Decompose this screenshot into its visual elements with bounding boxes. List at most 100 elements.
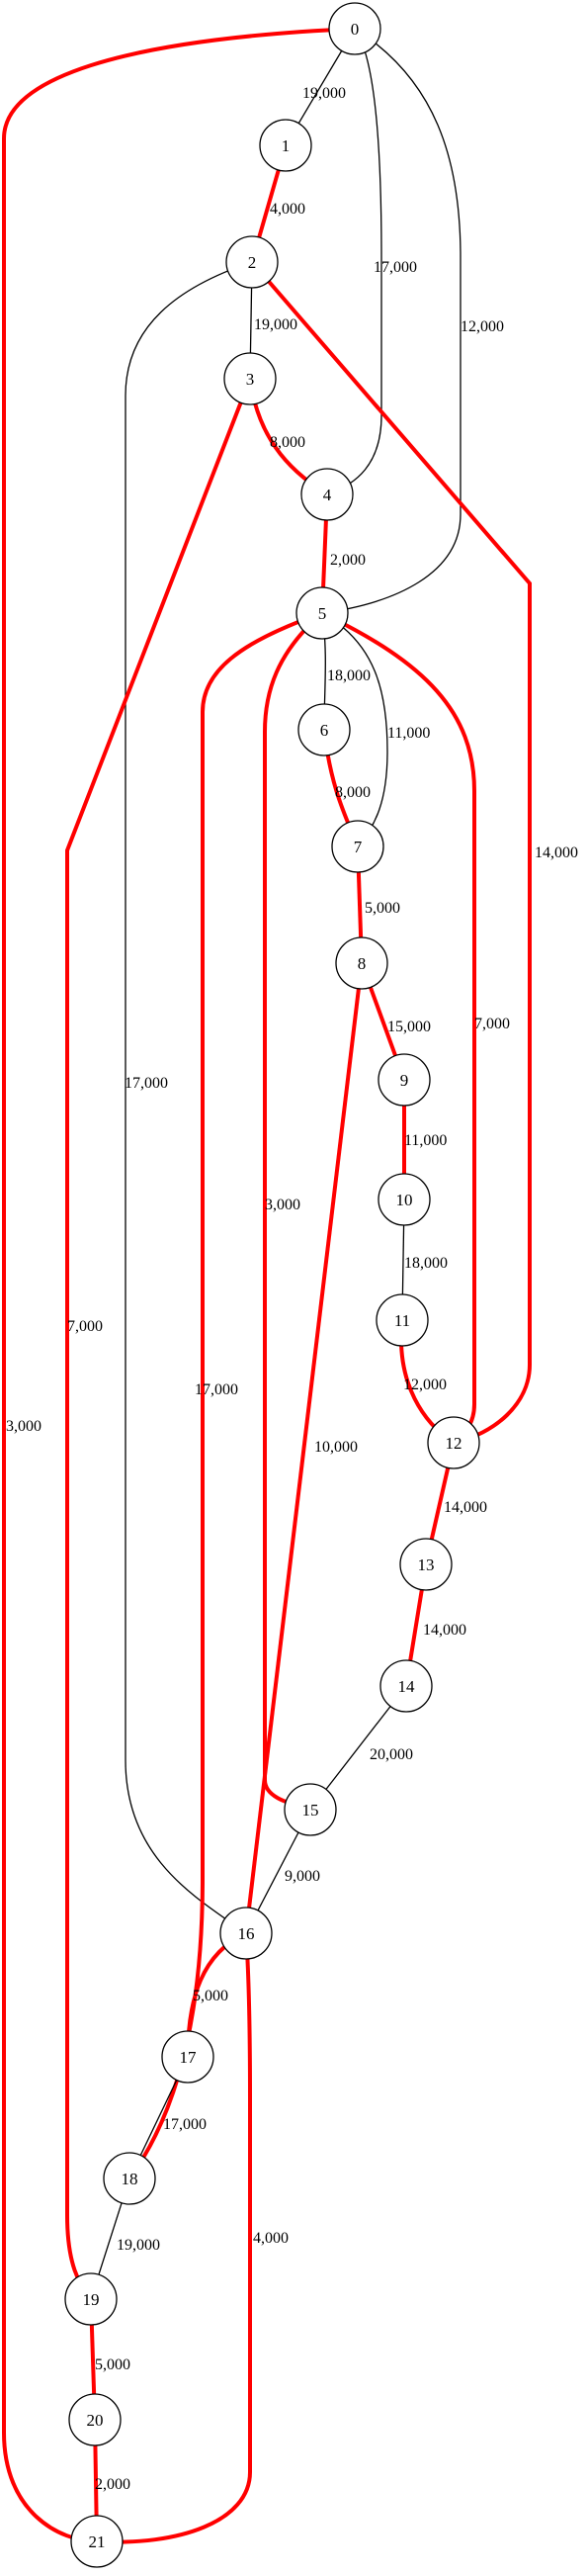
edge-weight-label: 9,000 <box>285 1868 320 1885</box>
edge-0-4: 17,000 <box>326 28 417 495</box>
edge-weight-label: 3,000 <box>265 1197 300 1213</box>
node-circle <box>376 1293 429 1347</box>
edge-weight-label: 20,000 <box>370 1746 413 1763</box>
edge-weight-label: 11,000 <box>404 1132 447 1149</box>
node-label: 13 <box>418 1555 435 1574</box>
edge-line <box>321 612 388 847</box>
node-7: 7 <box>331 820 384 873</box>
node-6: 6 <box>297 703 351 756</box>
node-label: 2 <box>248 253 257 272</box>
node-circle <box>284 1783 337 1836</box>
edge-5-18: 17,000 <box>127 611 323 2180</box>
edge-weight-label: 19,000 <box>254 316 297 333</box>
node-label: 3 <box>246 370 255 389</box>
node-circle <box>379 1659 433 1713</box>
edge-weight-label: 18,000 <box>327 667 371 684</box>
node-label: 15 <box>302 1801 319 1820</box>
edge-weight-label: 5,000 <box>365 900 400 917</box>
node-1: 1 <box>259 119 312 172</box>
edge-line <box>244 962 364 1934</box>
edge-weight-label: 17,000 <box>125 1075 168 1092</box>
edge-weight-label: 17,000 <box>195 1381 238 1398</box>
node-label: 10 <box>396 1191 413 1209</box>
node-10: 10 <box>378 1173 431 1226</box>
node-4: 4 <box>300 468 354 521</box>
edge-weight-label: 2,000 <box>330 552 366 569</box>
edge-weight-label: 7,000 <box>474 1016 510 1032</box>
edge-weight-label: 12,000 <box>461 318 504 335</box>
edge-0-5: 12,000 <box>321 28 504 614</box>
edge-8-16: 10,000 <box>244 962 364 1934</box>
edge-0-21: 3,000 <box>1 27 356 2543</box>
edge-weight-label: 15,000 <box>387 1019 431 1035</box>
node-18: 18 <box>103 2152 156 2205</box>
node-circle <box>295 586 349 640</box>
edge-weight-label: 7,000 <box>67 1318 103 1335</box>
node-label: 7 <box>354 838 363 856</box>
edge-weight-label: 3,000 <box>6 1418 42 1435</box>
edge-5-7: 11,000 <box>321 612 430 847</box>
node-13: 13 <box>399 1538 453 1591</box>
node-circle <box>328 2 381 55</box>
edge-2-16: 17,000 <box>125 261 253 1934</box>
edge-line <box>127 611 323 2180</box>
node-16: 16 <box>219 1907 273 1960</box>
node-label: 8 <box>358 954 367 973</box>
edge-weight-label: 19,000 <box>117 2237 160 2254</box>
node-circle <box>297 703 351 756</box>
node-circle <box>161 2030 214 2084</box>
edge-weight-label: 17,000 <box>374 259 417 276</box>
edge-weight-label: 18,000 <box>404 1255 448 1272</box>
node-circle <box>225 235 279 289</box>
node-circle <box>219 1907 273 1960</box>
edge-line <box>125 261 253 1934</box>
edge-weight-label: 19,000 <box>302 85 346 102</box>
node-circle <box>259 119 312 172</box>
node-circle <box>300 468 354 521</box>
edge-weight-label: 4,000 <box>253 2230 289 2247</box>
node-label: 12 <box>446 1434 462 1453</box>
edge-weight-label: 2,000 <box>95 2476 130 2493</box>
node-circle <box>64 2272 118 2326</box>
node-circle <box>68 2393 122 2446</box>
edge-weight-label: 17,000 <box>163 2116 207 2133</box>
edge-weight-label: 8,000 <box>270 434 305 451</box>
node-5: 5 <box>295 586 349 640</box>
node-label: 1 <box>282 136 291 155</box>
node-17: 17 <box>161 2030 214 2084</box>
node-20: 20 <box>68 2393 122 2446</box>
node-circle <box>223 352 277 405</box>
edge-weight-label: 12,000 <box>403 1377 447 1393</box>
node-label: 16 <box>238 1924 255 1943</box>
edge-weight-label: 4,000 <box>270 201 305 218</box>
edge-16-21: 4,000 <box>96 1932 289 2544</box>
node-label: 14 <box>398 1677 416 1696</box>
node-21: 21 <box>70 2515 124 2568</box>
edge-weight-label: 10,000 <box>314 1439 358 1456</box>
node-2: 2 <box>225 235 279 289</box>
edge-line <box>96 1932 252 2544</box>
edge-weight-label: 5,000 <box>193 1988 228 2004</box>
node-9: 9 <box>378 1053 431 1107</box>
node-11: 11 <box>376 1293 429 1347</box>
node-3: 3 <box>223 352 277 405</box>
edge-weight-label: 5,000 <box>95 2356 130 2373</box>
node-19: 19 <box>64 2272 118 2326</box>
node-label: 19 <box>83 2290 100 2309</box>
node-circle <box>103 2152 156 2205</box>
edge-line <box>321 28 462 614</box>
node-circle <box>70 2515 124 2568</box>
edge-line <box>1 27 356 2543</box>
node-15: 15 <box>284 1783 337 1836</box>
edge-5-15: 3,000 <box>263 611 324 1812</box>
node-label: 4 <box>323 486 332 504</box>
node-label: 18 <box>122 2170 138 2188</box>
node-circle <box>331 820 384 873</box>
node-circle <box>335 936 388 990</box>
edge-line <box>326 28 382 495</box>
node-circle <box>399 1538 453 1591</box>
node-label: 21 <box>89 2532 106 2551</box>
edge-weight-label: 11,000 <box>387 725 430 742</box>
node-0: 0 <box>328 2 381 55</box>
